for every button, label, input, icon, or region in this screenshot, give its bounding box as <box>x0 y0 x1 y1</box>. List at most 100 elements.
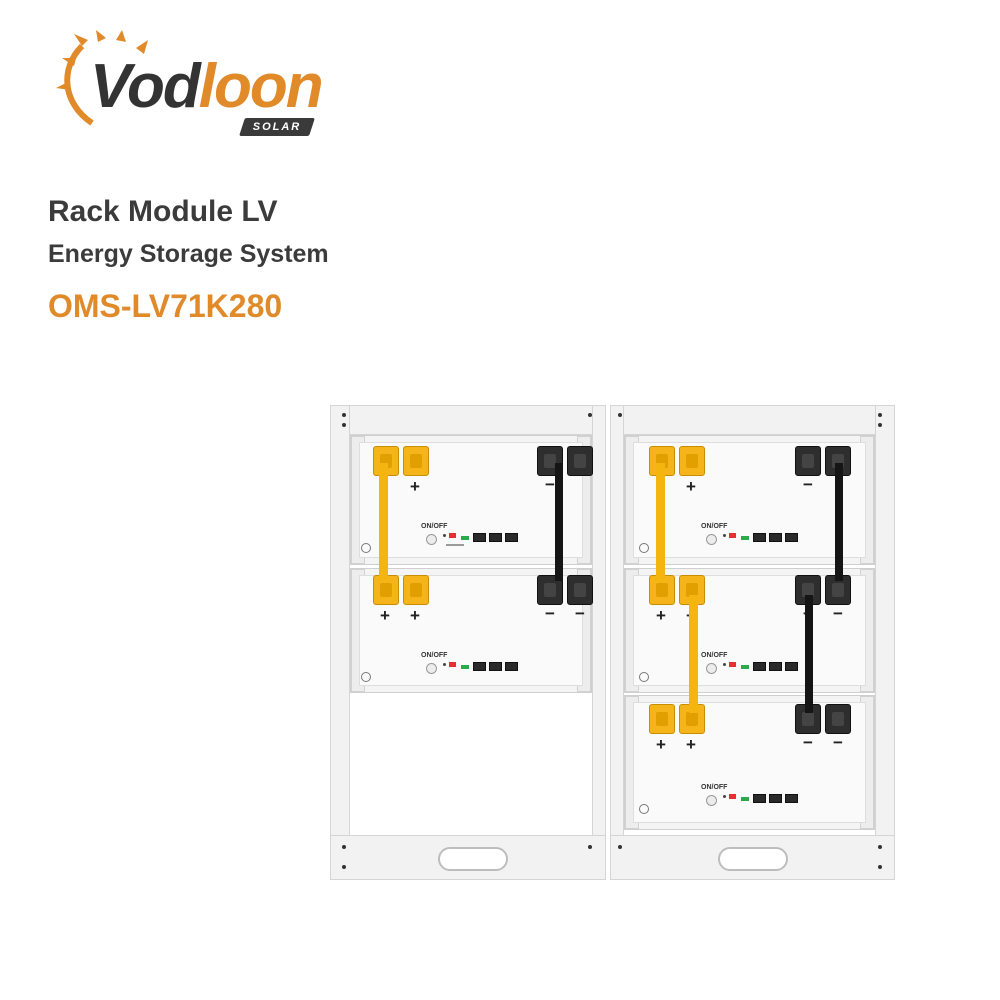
positive-sign: + <box>380 606 390 625</box>
ground-icon <box>361 543 371 553</box>
rack-hole <box>588 845 592 849</box>
positive-terminal <box>679 446 705 476</box>
battery-module-left-2: + + − − ON/OFF <box>350 568 593 693</box>
comm-port <box>769 662 782 671</box>
rack-post-right <box>875 405 895 880</box>
positive-terminal <box>403 446 429 476</box>
brand-name: Vodloon <box>90 52 324 121</box>
negative-cable <box>555 463 563 581</box>
dip-switch[interactable] <box>729 662 736 667</box>
power-button[interactable] <box>426 534 437 545</box>
product-subtitle: Energy Storage System <box>48 240 329 268</box>
dip-switch[interactable] <box>729 533 736 538</box>
status-led <box>723 534 726 537</box>
dip-switch[interactable] <box>449 662 456 667</box>
comm-port <box>505 662 518 671</box>
power-indicator <box>461 665 469 669</box>
rack-hole <box>588 413 592 417</box>
onoff-label: ON/OFF <box>701 523 728 530</box>
negative-cable <box>835 463 843 581</box>
base-handle-slot-left <box>438 847 508 871</box>
sun-rays-icon <box>56 30 148 126</box>
positive-sign: + <box>656 606 666 625</box>
battery-module-left-1: + − ON/OFF <box>350 435 593 565</box>
rack-hole <box>618 413 622 417</box>
dip-switch[interactable] <box>449 533 456 538</box>
rack-top-bar-left <box>330 405 605 435</box>
comm-port <box>785 533 798 542</box>
base-handle-slot-right <box>718 847 788 871</box>
negative-terminal <box>795 446 821 476</box>
brand-tagline-badge: SOLAR <box>239 118 315 136</box>
rack-hole <box>618 845 622 849</box>
brand-logo: Vodloon SOLAR <box>52 28 332 138</box>
power-button[interactable] <box>706 795 717 806</box>
status-led <box>723 795 726 798</box>
ground-icon <box>639 543 649 553</box>
positive-cable <box>656 463 665 581</box>
negative-sign: − <box>545 475 555 494</box>
power-indicator <box>741 536 749 540</box>
positive-sign: + <box>410 477 420 496</box>
power-indicator <box>461 536 469 540</box>
ground-icon <box>639 804 649 814</box>
status-led <box>723 663 726 666</box>
battery-rack-illustration: + − ON/OFF + + − − ON/OFF <box>330 405 895 880</box>
negative-sign: − <box>575 604 585 623</box>
status-led <box>443 663 446 666</box>
comm-port <box>753 794 766 803</box>
model-number: OMS-LV71K280 <box>48 288 283 324</box>
negative-sign: − <box>803 475 813 494</box>
rack-hole <box>342 413 346 417</box>
rack-post-center-left <box>592 405 606 880</box>
positive-cable <box>379 463 388 581</box>
comm-port <box>489 662 502 671</box>
negative-terminal <box>567 446 593 476</box>
comm-port <box>753 533 766 542</box>
positive-terminal <box>649 704 675 734</box>
positive-sign: + <box>656 735 666 754</box>
positive-terminal <box>679 575 705 605</box>
power-indicator <box>741 797 749 801</box>
negative-sign: − <box>833 733 843 752</box>
negative-cable <box>805 595 813 713</box>
power-button[interactable] <box>426 663 437 674</box>
comm-port <box>489 533 502 542</box>
label-line <box>446 544 464 546</box>
positive-cable <box>689 595 698 713</box>
comm-port <box>505 533 518 542</box>
negative-terminal <box>567 575 593 605</box>
ground-icon <box>639 672 649 682</box>
negative-sign: − <box>803 733 813 752</box>
rack-hole <box>342 845 346 849</box>
product-title: Rack Module LV <box>48 195 278 228</box>
positive-sign: + <box>410 606 420 625</box>
negative-sign: − <box>545 604 555 623</box>
comm-port <box>753 662 766 671</box>
rack-hole <box>342 865 346 869</box>
comm-port <box>473 533 486 542</box>
battery-module-right-1: + − ON/OFF <box>624 435 875 565</box>
battery-module-right-2: + + − − ON/OFF <box>624 568 875 693</box>
rack-hole <box>878 845 882 849</box>
power-button[interactable] <box>706 534 717 545</box>
rack-hole <box>878 413 882 417</box>
negative-sign: − <box>833 604 843 623</box>
power-indicator <box>741 665 749 669</box>
comm-port <box>769 533 782 542</box>
comm-port <box>473 662 486 671</box>
power-button[interactable] <box>706 663 717 674</box>
rack-hole <box>878 423 882 427</box>
ground-icon <box>361 672 371 682</box>
status-led <box>443 534 446 537</box>
rack-top-bar-right <box>610 405 895 435</box>
rack-hole <box>342 423 346 427</box>
rack-post-center-right <box>610 405 624 880</box>
positive-terminal <box>403 575 429 605</box>
positive-sign: + <box>686 477 696 496</box>
onoff-label: ON/OFF <box>421 652 448 659</box>
dip-switch[interactable] <box>729 794 736 799</box>
comm-port <box>785 662 798 671</box>
positive-sign: + <box>686 735 696 754</box>
comm-port <box>785 794 798 803</box>
